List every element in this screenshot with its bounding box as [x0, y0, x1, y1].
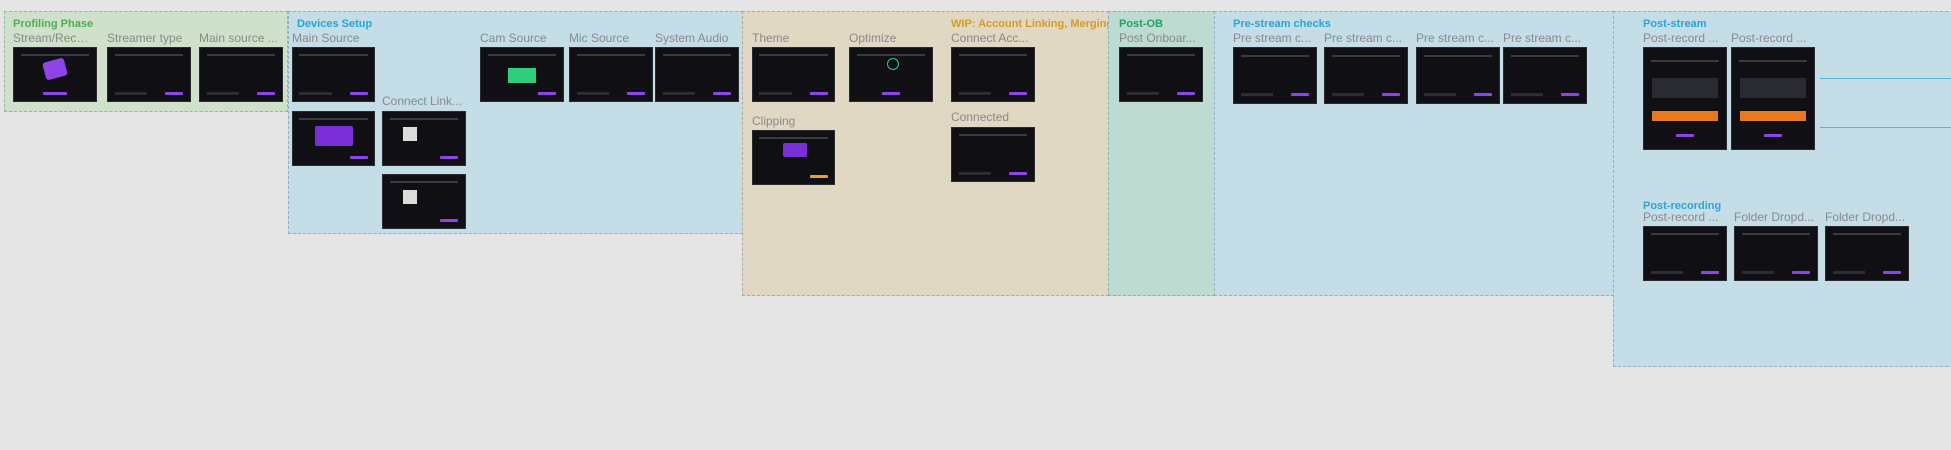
frame-label-folder-dropd-1: Folder Dropd... [1734, 210, 1815, 224]
frame-label-stream-reco: Stream/Reco... [13, 31, 91, 45]
frame-system-audio[interactable] [655, 47, 739, 102]
frame-connect-link-1[interactable] [382, 111, 466, 166]
connector-arrow [1820, 78, 1951, 79]
illustration-icon [42, 57, 68, 81]
progress-strip [1652, 110, 1718, 121]
frame-pre-stream-2[interactable] [1324, 47, 1408, 104]
frame-label-connected: Connected [951, 110, 1010, 124]
frame-label-main-source-1: Main source ... [199, 31, 278, 45]
qr-code-icon [403, 127, 417, 141]
section-title-wip: WIP: Account Linking, Merging, Login [951, 18, 1150, 30]
progress-strip [1740, 110, 1806, 121]
frame-connect-link-2[interactable] [382, 174, 466, 229]
frame-streamer-type[interactable] [107, 47, 191, 102]
frame-label-connect-link: Connect Link... [382, 94, 463, 108]
frame-label-post-onboar: Post Onboar... [1119, 31, 1196, 45]
frame-label-pre-stream-4: Pre stream c... [1503, 31, 1582, 45]
frame-label-theme: Theme [752, 31, 790, 45]
frame-label-post-record-3: Post-record ... [1643, 210, 1719, 224]
frame-theme[interactable] [752, 47, 835, 102]
frame-label-post-record-2: Post-record ... [1731, 31, 1807, 45]
frame-connected[interactable] [951, 127, 1035, 182]
frame-label-pre-stream-3: Pre stream c... [1416, 31, 1495, 45]
frame-main-source-2[interactable] [292, 47, 375, 102]
frame-label-mic-source: Mic Source [569, 31, 630, 45]
frame-devices-purple[interactable] [292, 111, 375, 166]
frame-cam-source[interactable] [480, 47, 564, 102]
section-title-profiling: Profiling Phase [13, 18, 94, 30]
clip-illustration [783, 143, 807, 157]
frame-label-connect-acc: Connect Acc... [951, 31, 1029, 45]
frame-stream-reco[interactable] [13, 47, 97, 102]
frame-label-post-record-1: Post-record ... [1643, 31, 1719, 45]
section-title-devices: Devices Setup [297, 18, 373, 30]
section-title-prestream: Pre-stream checks [1233, 18, 1331, 30]
frame-label-pre-stream-2: Pre stream c... [1324, 31, 1403, 45]
frame-label-cam-source: Cam Source [480, 31, 547, 45]
section-title-postrecording: Post-recording [1643, 200, 1722, 212]
section-title-postob: Post-OB [1119, 18, 1163, 30]
cta-button [42, 91, 68, 95]
frame-label-folder-dropd-2: Folder Dropd... [1825, 210, 1906, 224]
frame-post-record-2[interactable] [1731, 47, 1815, 150]
frame-post-onboar[interactable] [1119, 47, 1203, 102]
frame-label-system-audio: System Audio [655, 31, 729, 45]
frame-label-optimize: Optimize [849, 31, 897, 45]
logo-icon [887, 58, 899, 70]
connector-line [1820, 127, 1951, 128]
device-card-icon [315, 126, 353, 146]
frame-folder-dropd-1[interactable] [1734, 226, 1818, 281]
frame-label-pre-stream-1: Pre stream c... [1233, 31, 1312, 45]
frame-folder-dropd-2[interactable] [1825, 226, 1909, 281]
stream-stats [1740, 78, 1806, 99]
camera-preview [508, 68, 536, 83]
stream-stats [1652, 78, 1718, 99]
section-title-poststream: Post-stream [1643, 18, 1707, 30]
frame-main-source-1[interactable] [199, 47, 283, 102]
frame-optimize[interactable] [849, 47, 933, 102]
frame-label-streamer-type: Streamer type [107, 31, 183, 45]
qr-code-icon [403, 190, 417, 204]
frame-connect-acc[interactable] [951, 47, 1035, 102]
frame-pre-stream-3[interactable] [1416, 47, 1500, 104]
frame-pre-stream-1[interactable] [1233, 47, 1317, 104]
frame-post-record-1[interactable] [1643, 47, 1727, 150]
frame-post-record-3[interactable] [1643, 226, 1727, 281]
frame-label-clipping: Clipping [752, 114, 796, 128]
frame-label-main-source-2: Main Source [292, 31, 360, 45]
frame-clipping[interactable] [752, 130, 835, 185]
frame-mic-source[interactable] [569, 47, 653, 102]
frame-pre-stream-4[interactable] [1503, 47, 1587, 104]
